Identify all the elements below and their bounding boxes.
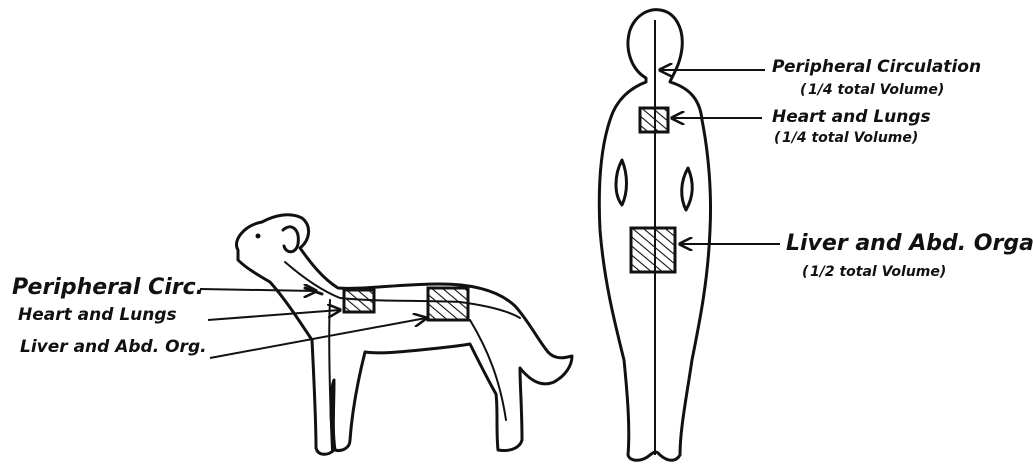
human-right-arm <box>682 168 693 210</box>
human-label-liver-fraction-open: ( <box>802 264 809 280</box>
human-pointers <box>660 70 780 244</box>
dog-heart-arrow <box>208 310 340 320</box>
dog-back-leg-line <box>470 320 506 420</box>
dog-ear <box>283 227 298 252</box>
dog-label-heart-lungs: Heart and Lungs <box>18 305 177 325</box>
dog-heart-lungs-box <box>344 290 374 312</box>
dog-front-leg-line <box>329 300 332 450</box>
dog-label-peripheral: Peripheral Circ. <box>12 275 204 300</box>
human-label-heart-fraction: 1/4 total Volume) <box>782 130 918 146</box>
dog-peripheral-arrow <box>200 289 316 291</box>
human-label-peripheral-fraction-open: ( <box>800 82 807 98</box>
human-label-peripheral-fraction: 1/4 total Volume) <box>808 82 944 98</box>
human-figure <box>599 10 710 461</box>
dog-figure <box>237 215 572 454</box>
human-label-peripheral: Peripheral Circulation <box>772 57 981 77</box>
human-left-arm <box>616 160 627 205</box>
human-liver-box <box>631 228 675 272</box>
human-label-liver-fraction: 1/2 total Volume) <box>810 264 946 280</box>
human-label-heart-lungs: Heart and Lungs <box>772 107 931 127</box>
dog-eye <box>256 234 261 239</box>
human-heart-lungs-box <box>640 108 668 132</box>
dog-liver-box <box>428 288 468 320</box>
dog-label-liver: Liver and Abd. Org. <box>20 337 207 357</box>
human-label-heart-fraction-open: ( <box>774 130 781 146</box>
human-label-liver: Liver and Abd. Organs <box>786 231 1033 256</box>
